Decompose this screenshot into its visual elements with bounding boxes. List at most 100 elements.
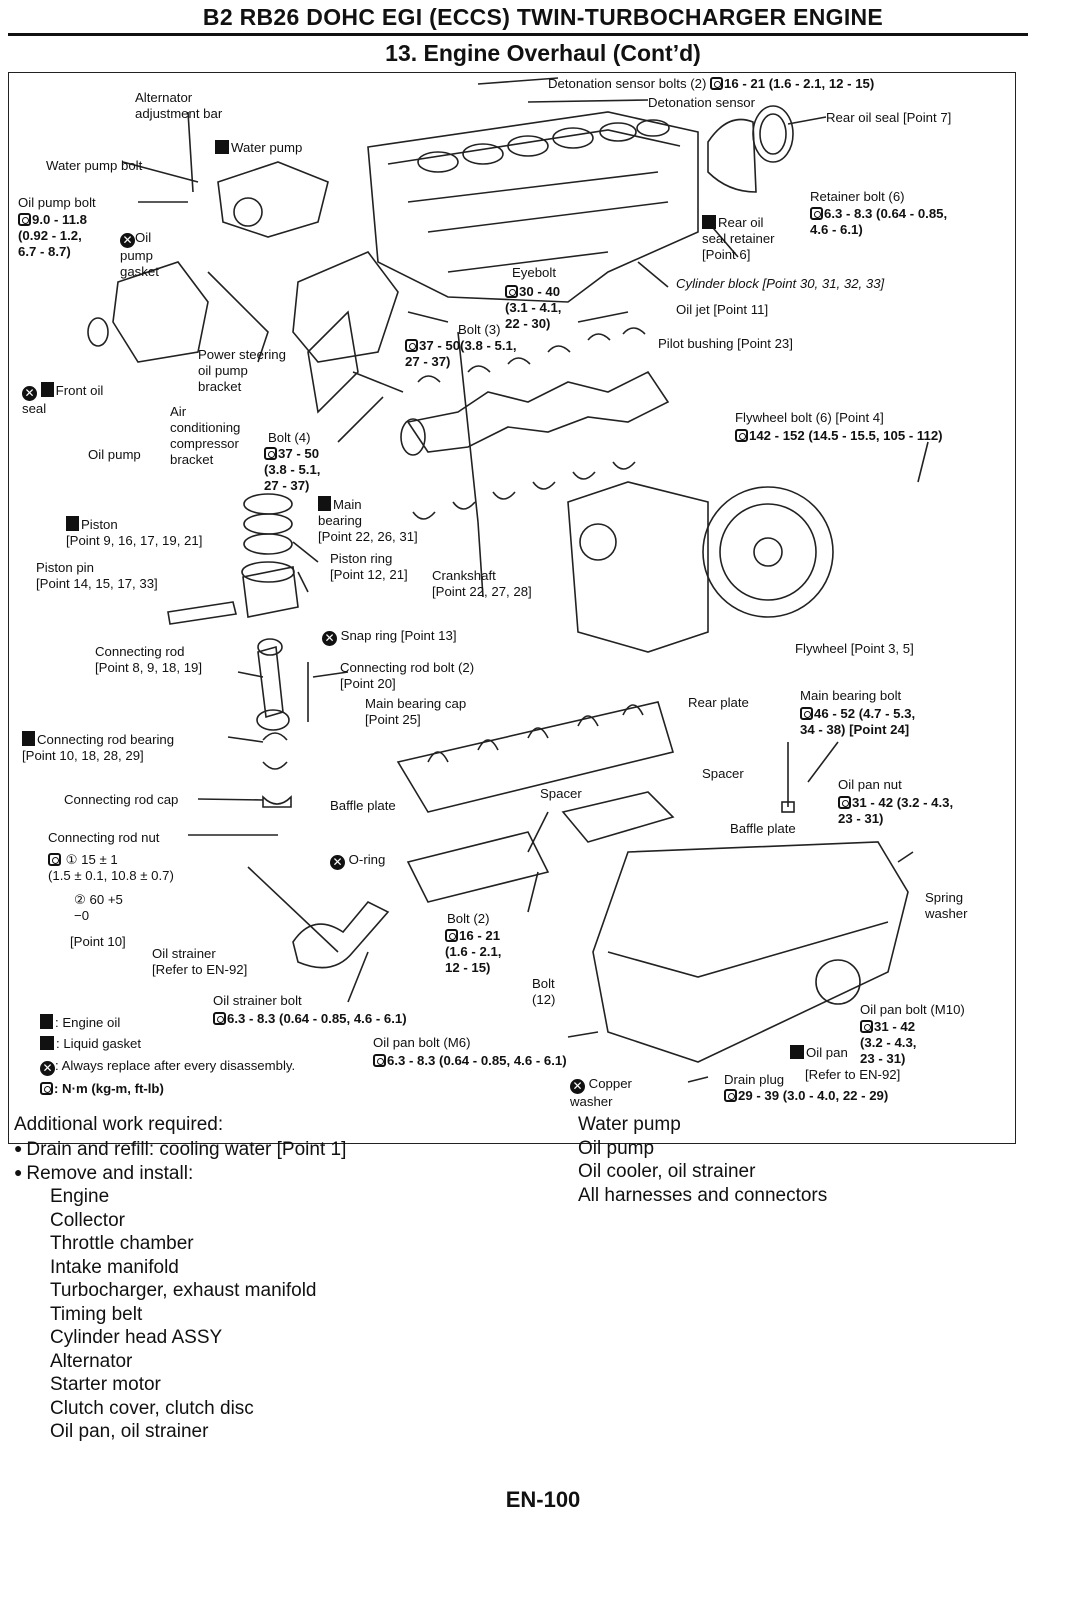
torque-icon bbox=[405, 339, 418, 352]
replace-icon: ✕ bbox=[322, 631, 337, 646]
label-det-sensor: Detonation sensor bbox=[648, 95, 756, 110]
notes-list-item: Clutch cover, clutch disc bbox=[50, 1397, 254, 1419]
label-ps-bracket: Power steering oil pump bracket bbox=[198, 347, 286, 394]
page-number: EN-100 bbox=[505, 1487, 581, 1512]
torque-icon bbox=[724, 1089, 737, 1102]
header-rule bbox=[8, 33, 1028, 36]
label-conrod: Connecting rod [Point 8, 9, 18, 19] bbox=[95, 644, 203, 675]
label-water-pump: Water pump bbox=[215, 140, 302, 156]
label-oil-pump-gasket: ✕Oil pump gasket bbox=[120, 230, 159, 279]
label-bolt4: Bolt (4) bbox=[268, 430, 311, 445]
legend-always-replace: ✕: Always replace after every disassembl… bbox=[40, 1058, 295, 1076]
label-copper-washer: ✕ Copper washer bbox=[570, 1076, 632, 1109]
label-op-bolt-tq: 9.0 - 11.8 (0.92 - 1.2, 6.7 - 8.7) bbox=[18, 212, 87, 259]
label-oil-pan-nut: Oil pan nut bbox=[838, 777, 902, 792]
label-pan-bolt-m6: Oil pan bolt (M6) bbox=[373, 1035, 471, 1050]
label-oil-pan-nut-tq: 31 - 42 (3.2 - 4.3, 23 - 31) bbox=[838, 795, 954, 826]
label-drain-tq: 29 - 39 (3.0 - 4.0, 22 - 29) bbox=[724, 1088, 888, 1104]
label-spacer2: Spacer bbox=[540, 786, 582, 801]
engine-oil-icon bbox=[40, 382, 54, 397]
label-conrod-nut: Connecting rod nut bbox=[48, 830, 160, 845]
label-main-bearing: Main bearing [Point 22, 26, 31] bbox=[318, 496, 418, 544]
label-snap-ring: ✕ Snap ring [Point 13] bbox=[322, 628, 457, 646]
label-nut-step1: ① 15 ± 1 (1.5 ± 0.1, 10.8 ± 0.7) bbox=[48, 852, 174, 883]
label-op-bolt: Oil pump bolt bbox=[18, 195, 96, 210]
label-strainer-bolt-tq: 6.3 - 8.3 (0.64 - 0.85, 4.6 - 6.1) bbox=[213, 1011, 407, 1027]
notes-list-item: Cylinder head ASSY bbox=[50, 1327, 223, 1348]
exploded-engine-diagram bbox=[87, 77, 929, 1083]
notes-list-item: Oil pan, oil strainer bbox=[50, 1421, 209, 1442]
replace-icon: ✕ bbox=[22, 386, 37, 401]
label-wp-bolt: Water pump bolt bbox=[46, 158, 143, 173]
label-flywheel: Flywheel [Point 3, 5] bbox=[795, 641, 914, 656]
notes-list-item: Collector bbox=[50, 1209, 125, 1231]
label-bolt3: Bolt (3) bbox=[458, 322, 501, 337]
legend-torque-units: : N·m (kg-m, ft-lb) bbox=[40, 1081, 164, 1097]
label-conrod-bearing: Connecting rod bearing [Point 10, 18, 28… bbox=[22, 731, 175, 763]
label-pan-bolt-m10-tq: 31 - 42 (3.2 - 4.3, 23 - 31) bbox=[860, 1019, 917, 1066]
label-rear-oil-seal: Rear oil seal [Point 7] bbox=[826, 110, 952, 125]
label-main-bolt: Main bearing bolt bbox=[800, 688, 902, 703]
label-eyebolt-tq: 30 - 40 (3.1 - 4.1, 22 - 30) bbox=[505, 284, 562, 331]
torque-icon bbox=[213, 1012, 226, 1025]
torque-icon bbox=[860, 1020, 873, 1033]
torque-icon bbox=[445, 929, 458, 942]
legend-engine-oil: : Engine oil bbox=[40, 1014, 120, 1031]
label-baffle1: Baffle plate bbox=[330, 798, 396, 813]
label-bolt3-tq: 37 - 50(3.8 - 5.1, 27 - 37) bbox=[405, 338, 517, 369]
label-cyl-block: Cylinder block [Point 30, 31, 32, 33] bbox=[676, 276, 885, 291]
torque-icon bbox=[735, 429, 748, 442]
label-oil-strainer: Oil strainer [Refer to EN-92] bbox=[152, 946, 248, 977]
torque-icon bbox=[48, 853, 61, 866]
notes-remove: Remove and install: bbox=[14, 1161, 193, 1186]
torque-icon bbox=[838, 796, 851, 809]
label-nut-step2: ② 60 +5 −0 bbox=[74, 892, 123, 923]
label-bolt2: Bolt (2) bbox=[447, 911, 490, 926]
torque-icon bbox=[505, 285, 518, 298]
label-rear-plate: Rear plate bbox=[688, 695, 749, 710]
liquid-gasket-icon bbox=[40, 1036, 54, 1050]
label-crankshaft: Crankshaft [Point 22, 27, 28] bbox=[432, 568, 532, 599]
label-fw-bolt-tq: 142 - 152 (14.5 - 15.5, 105 - 112) bbox=[735, 428, 943, 444]
label-front-oil-seal: ✕ Front oil seal bbox=[22, 382, 104, 416]
label-conrod-cap: Connecting rod cap bbox=[64, 792, 179, 807]
label-oil-pump: Oil pump bbox=[88, 447, 141, 462]
label-point10: [Point 10] bbox=[70, 934, 126, 949]
notes-list-item: Starter motor bbox=[50, 1374, 161, 1395]
label-spring-washer: Spring washer bbox=[925, 890, 968, 921]
replace-icon: ✕ bbox=[330, 855, 345, 870]
label-fw-bolt: Flywheel bolt (6) [Point 4] bbox=[735, 410, 884, 425]
legend-liquid-gasket: : Liquid gasket bbox=[40, 1036, 141, 1052]
label-piston-ring: Piston ring [Point 12, 21] bbox=[330, 551, 408, 582]
notes-list-item: Alternator bbox=[50, 1350, 133, 1372]
notes-list-item: Oil cooler, oil strainer bbox=[578, 1161, 756, 1182]
torque-icon bbox=[710, 77, 724, 90]
label-bolt4-tq: 37 - 50 (3.8 - 5.1, 27 - 37) bbox=[264, 446, 321, 493]
label-eyebolt: Eyebolt bbox=[512, 265, 556, 280]
engine-oil-icon bbox=[318, 496, 331, 511]
label-pilot-bushing: Pilot bushing [Point 23] bbox=[658, 336, 793, 351]
label-air-cond: Air conditioning compressor bracket bbox=[170, 404, 241, 467]
replace-icon: ✕ bbox=[120, 233, 135, 248]
diagram-frame bbox=[8, 72, 1016, 1144]
label-main-cap: Main bearing cap [Point 25] bbox=[365, 696, 467, 727]
label-piston-pin: Piston pin [Point 14, 15, 17, 33] bbox=[36, 560, 158, 591]
replace-icon: ✕ bbox=[40, 1061, 55, 1076]
label-strainer-bolt: Oil strainer bolt bbox=[213, 993, 302, 1008]
label-piston: Piston [Point 9, 16, 17, 19, 21] bbox=[66, 516, 203, 548]
notes-list-item: Timing belt bbox=[50, 1303, 143, 1325]
label-drain-plug: Drain plug bbox=[724, 1072, 785, 1087]
label-alt-bar: Alternator adjustment bar bbox=[135, 90, 223, 121]
liquid-gasket-icon bbox=[215, 140, 229, 154]
torque-icon bbox=[810, 207, 823, 220]
label-main-bolt-tq: 46 - 52 (4.7 - 5.3, 34 - 38) [Point 24] bbox=[800, 706, 916, 737]
label-bolt2-tq: 16 - 21 (1.6 - 2.1, 12 - 15) bbox=[445, 928, 502, 975]
notes-heading: Additional work required: bbox=[14, 1114, 224, 1135]
notes-list-item: Turbocharger, exhaust manifold bbox=[50, 1280, 317, 1301]
label-bolt12: Bolt (12) bbox=[532, 976, 556, 1007]
label-pan-bolt-m10: Oil pan bolt (M10) bbox=[860, 1002, 965, 1017]
torque-icon bbox=[373, 1054, 386, 1067]
notes-list-item: All harnesses and connectors bbox=[578, 1184, 828, 1206]
liquid-gasket-icon bbox=[790, 1045, 804, 1059]
torque-icon bbox=[264, 447, 277, 460]
